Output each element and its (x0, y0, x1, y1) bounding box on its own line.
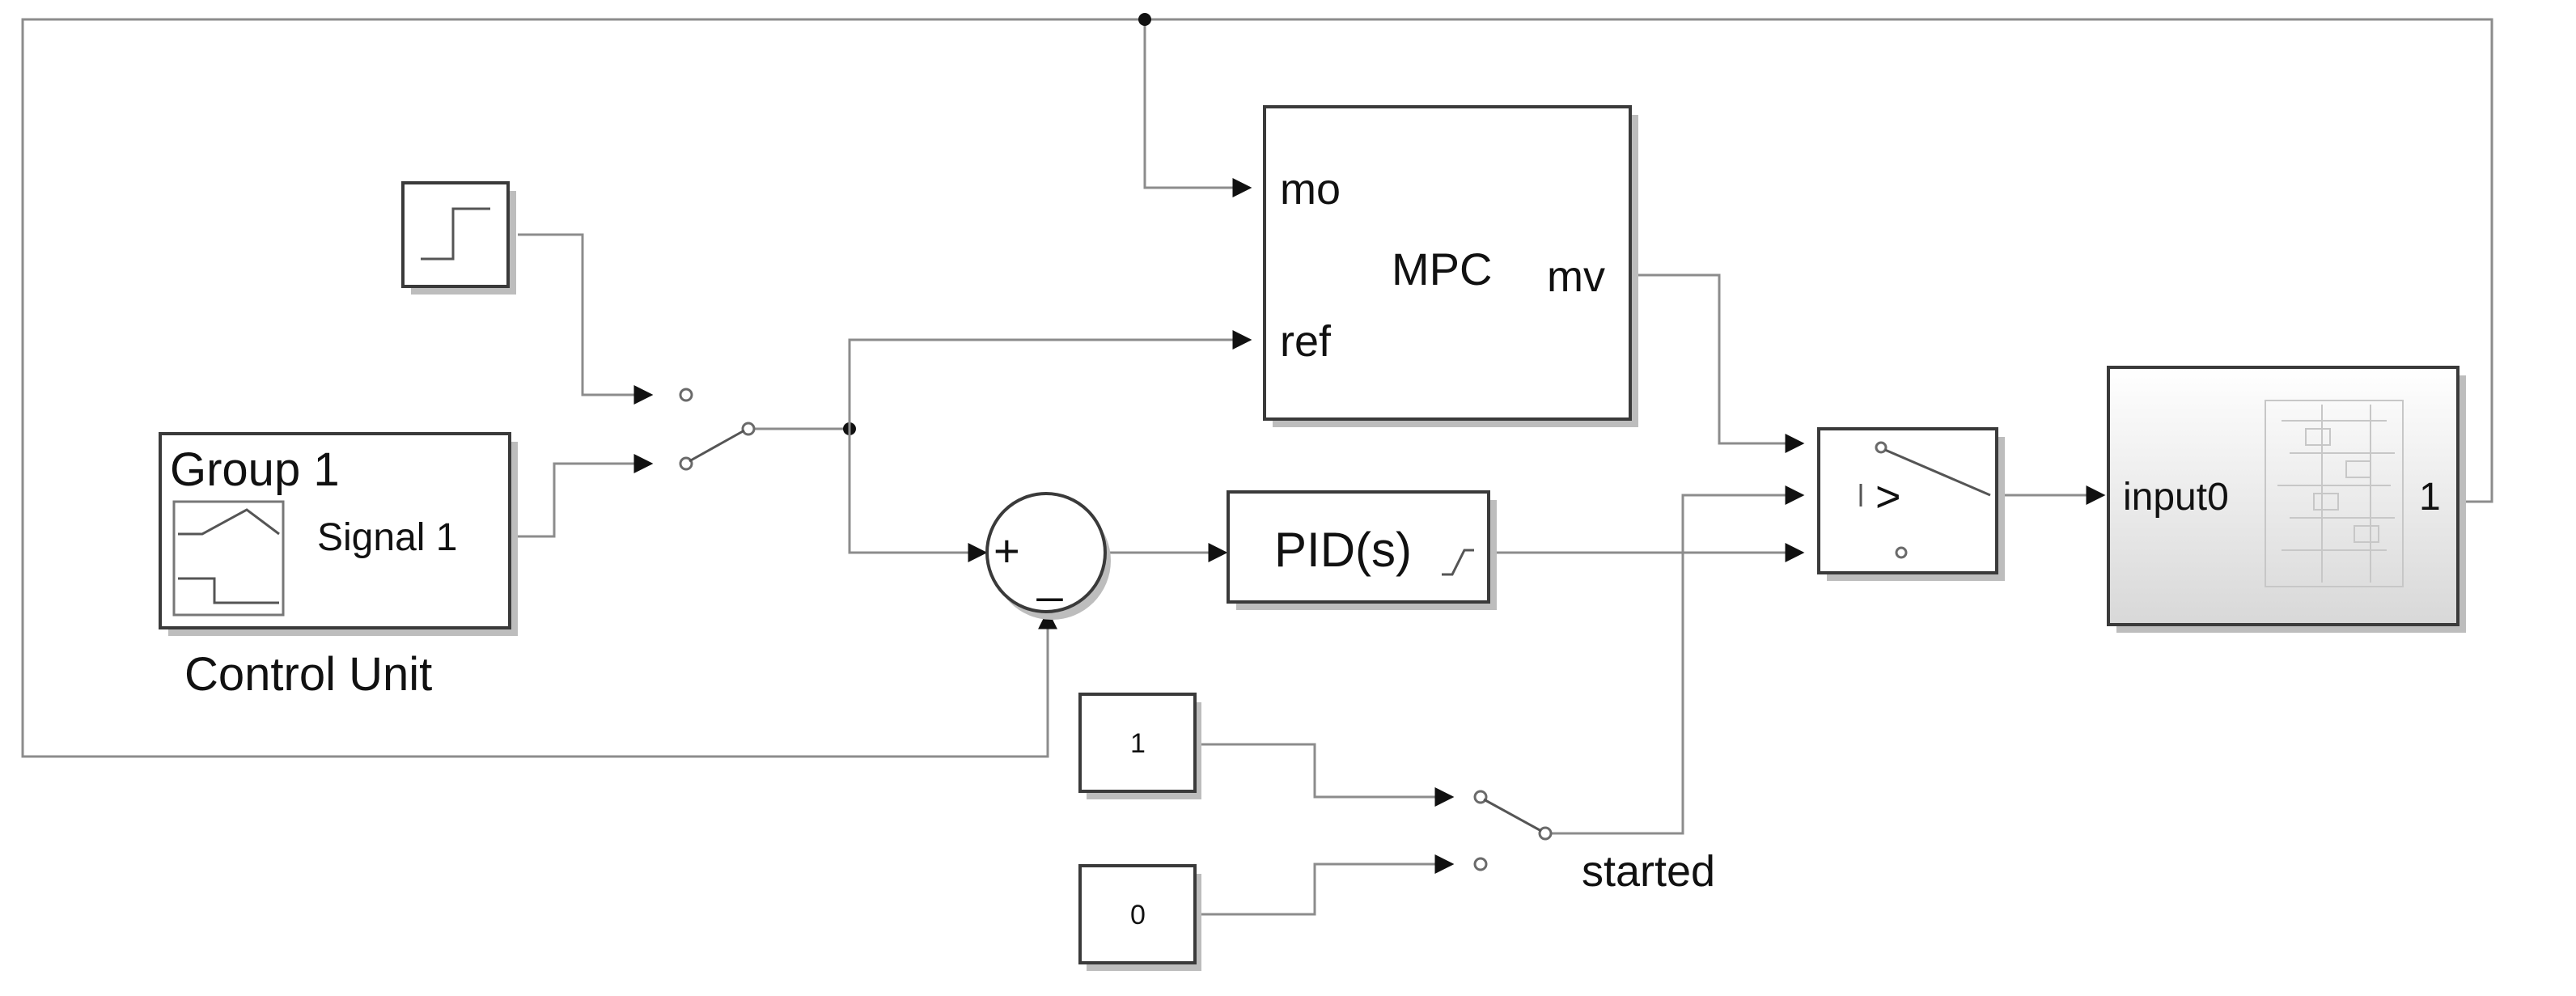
feedback-wire-left[interactable] (21, 18, 1145, 758)
saturation-icon (1442, 549, 1474, 576)
mpc-port-mo: mo (1280, 165, 1341, 214)
started-wire[interactable] (1549, 485, 1805, 835)
signal-output-label: Signal 1 (317, 516, 457, 559)
control-unit-label: Control Unit (184, 648, 432, 701)
plant-output-port: 1 (2419, 476, 2441, 519)
const-one-wire[interactable] (1201, 743, 1455, 807)
subsystem-thumbnail-icon (2265, 400, 2404, 587)
started-label: started (1582, 847, 1715, 896)
sum-minus-sign: _ (1036, 551, 1063, 602)
mpc-title: MPC (1392, 244, 1492, 295)
signal-builder-block[interactable]: Group 1 Signal 1 (159, 432, 518, 636)
mpc-port-mv: mv (1547, 252, 1605, 301)
const-zero-wire[interactable] (1201, 854, 1455, 916)
manual-switch-started[interactable] (1473, 790, 1553, 871)
signal-waveform-icon (172, 500, 285, 617)
pid-label: PID(s) (1274, 523, 1412, 577)
manual-switch-ref[interactable] (679, 388, 756, 471)
mpc-out-wire[interactable] (1638, 273, 1805, 453)
feedback-wire-top[interactable] (1143, 18, 2493, 503)
switch-block[interactable]: > (1817, 427, 2005, 581)
step-function-icon (421, 207, 490, 261)
step-wire[interactable] (518, 233, 654, 405)
constant-one-block[interactable]: 1 (1078, 693, 1201, 799)
step-block[interactable] (401, 181, 516, 295)
plant-subsystem-block[interactable]: input0 1 (2107, 366, 2466, 633)
constant-one-value: 1 (1130, 728, 1146, 759)
group-label: Group 1 (170, 443, 340, 496)
junction-top (1138, 13, 1151, 26)
ref-to-sum-wire[interactable] (848, 429, 988, 562)
signal-wire[interactable] (518, 454, 654, 538)
sum-block[interactable]: + _ (985, 492, 1111, 620)
pid-block[interactable]: PID(s) (1227, 490, 1497, 610)
constant-zero-block[interactable]: 0 (1078, 864, 1201, 971)
signal-wires (21, 13, 2493, 916)
ref-to-mpc-wire[interactable] (848, 330, 1252, 429)
plant-input-port: input0 (2123, 476, 2229, 519)
sum-plus-sign: + (994, 525, 1020, 576)
switch-criteria: > (1875, 473, 1901, 521)
mpc-port-ref: ref (1280, 317, 1332, 366)
mpc-block[interactable]: MPC mo ref mv (1263, 105, 1638, 427)
constant-zero-value: 0 (1130, 900, 1146, 930)
